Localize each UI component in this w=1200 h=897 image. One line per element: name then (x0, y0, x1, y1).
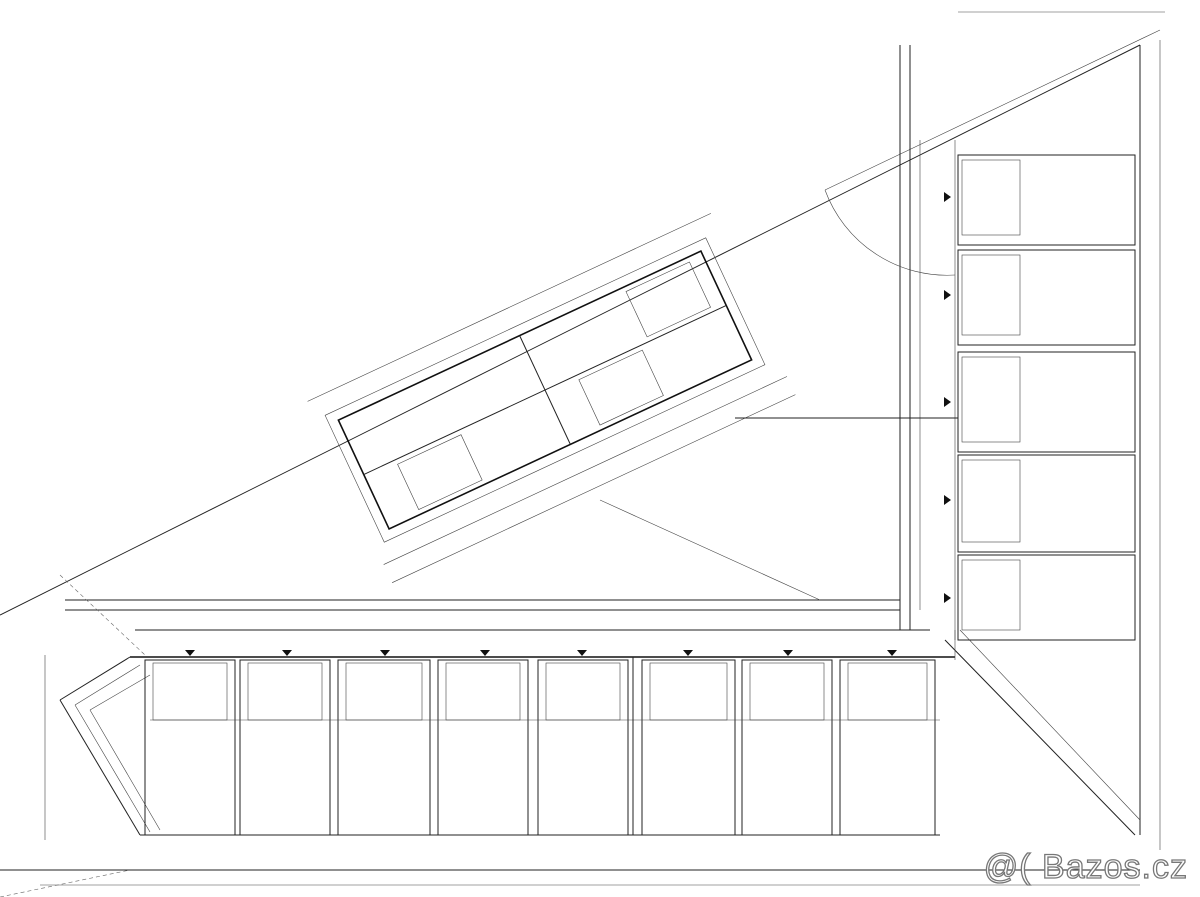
garage-inner (345, 662, 423, 721)
property-boundary (0, 11, 1165, 850)
rotated-building (307, 213, 796, 583)
garage-unit (239, 659, 331, 836)
garage-inner (961, 459, 1021, 543)
garage-inner (749, 662, 825, 721)
garage-inner (961, 254, 1021, 336)
arrow-down-icon (683, 650, 693, 656)
garage-inner (961, 159, 1021, 236)
right-garage-column (954, 140, 1136, 641)
arrow-right-icon (944, 290, 951, 300)
arrow-down-icon (887, 650, 897, 656)
arrow-right-icon (944, 192, 951, 202)
garage-inner (247, 662, 323, 721)
garage-inner (152, 662, 228, 721)
arrow-down-icon (380, 650, 390, 656)
garage-inner (961, 356, 1021, 443)
arrow-down-icon (577, 650, 587, 656)
garage-unit (741, 659, 833, 836)
garage-unit (957, 154, 1136, 246)
bottom-garage-row (140, 657, 940, 836)
garage-unit (957, 454, 1136, 553)
entrance-arrows (185, 192, 951, 656)
turning-arc (824, 189, 956, 276)
garage-inner (649, 662, 728, 721)
garage-unit (641, 659, 736, 836)
left-diagonal-strip (44, 574, 161, 840)
access-road (0, 45, 1140, 897)
arrow-down-icon (282, 650, 292, 656)
garage-unit (537, 659, 629, 836)
arrow-down-icon (185, 650, 195, 656)
garage-unit (437, 659, 529, 836)
garage-inner (961, 559, 1021, 631)
arrow-down-icon (480, 650, 490, 656)
arrow-down-icon (783, 650, 793, 656)
arrow-right-icon (944, 495, 951, 505)
garage-inner (847, 662, 928, 721)
garage-unit (957, 554, 1136, 641)
garage-unit (144, 659, 236, 836)
garage-inner (545, 662, 621, 721)
watermark: @( Bazos.cz (983, 847, 1188, 886)
garage-unit (957, 249, 1136, 346)
garage-inner (445, 662, 521, 721)
arrow-right-icon (944, 593, 951, 603)
garage-unit (839, 659, 936, 836)
garage-unit (957, 351, 1136, 453)
dimension-line (599, 499, 821, 601)
arrow-right-icon (944, 397, 951, 407)
garage-unit (337, 659, 431, 836)
